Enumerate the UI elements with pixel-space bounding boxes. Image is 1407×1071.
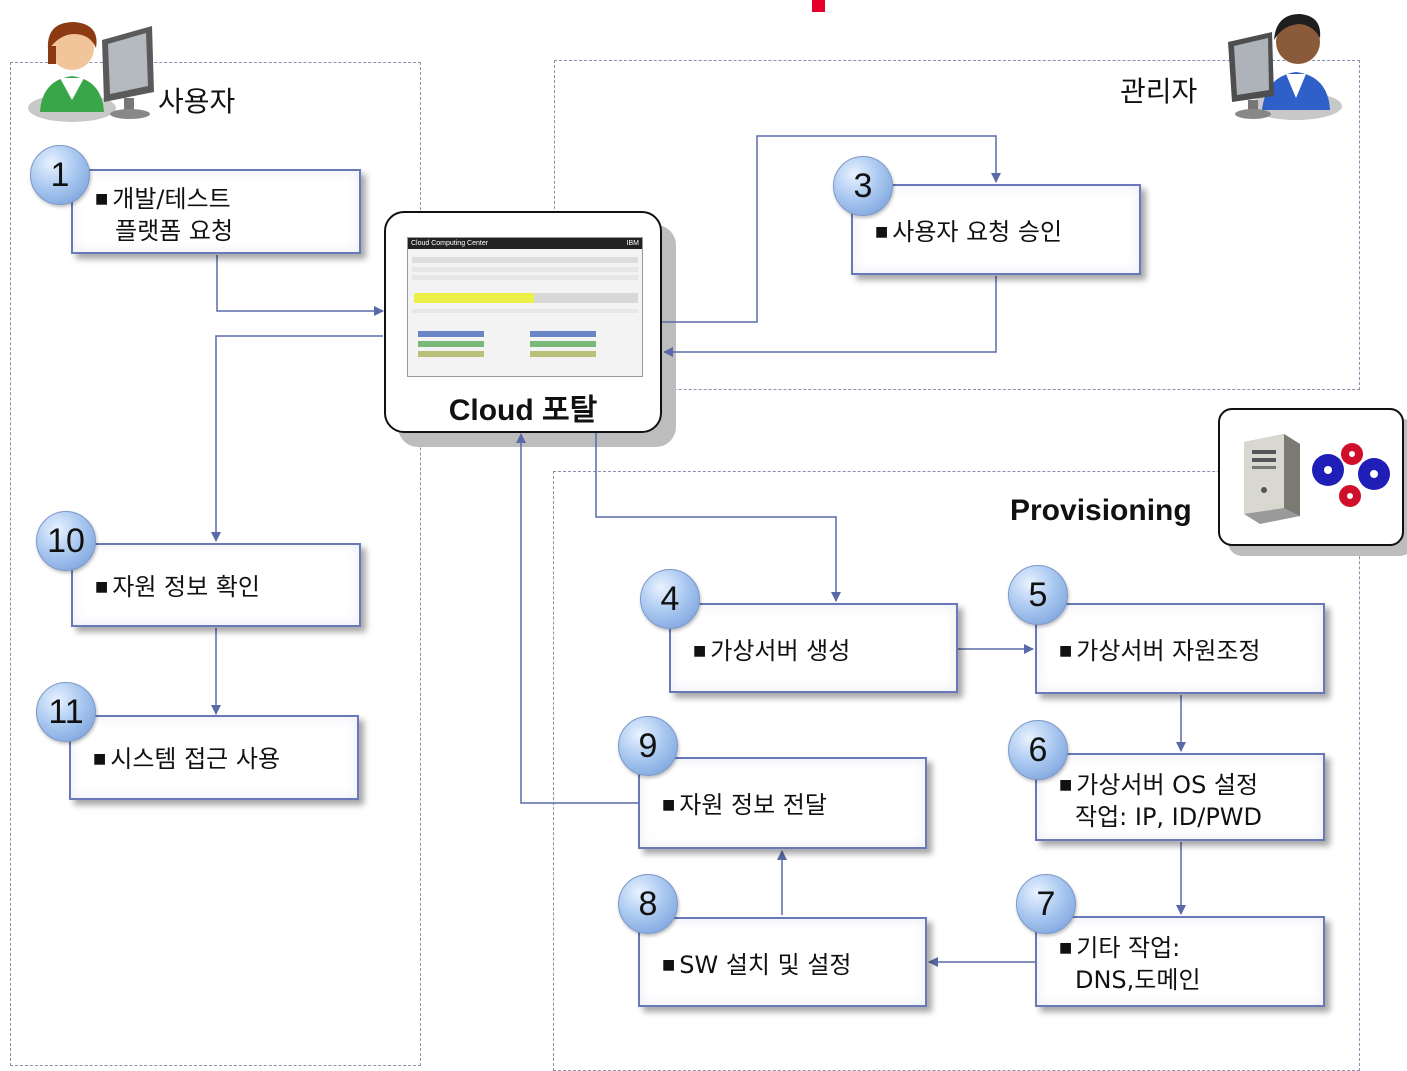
step-11-line-1: 시스템 접근 사용	[110, 745, 281, 773]
portal-screenshot-header: Cloud Computing Center	[411, 240, 489, 247]
step-5-line-1: 가상서버 자원조정	[1076, 637, 1261, 665]
server-tower-icon	[1244, 434, 1300, 524]
bullet-icon: ■	[95, 191, 109, 207]
user-zone-label: 사용자	[158, 85, 236, 118]
arrow-portal-to-4	[595, 433, 841, 602]
top-accent-mark	[812, 0, 825, 12]
bullet-icon: ■	[95, 579, 109, 595]
step-3-badge: 3	[833, 156, 893, 216]
provisioning-icon-box	[1218, 408, 1404, 546]
portal-screenshot: Cloud Computing Center IBM	[407, 237, 643, 377]
admin-zone-label: 관리자	[1120, 75, 1198, 108]
step-5-badge: 5	[1008, 565, 1068, 625]
bullet-icon: ■	[1059, 777, 1073, 793]
user-at-computer-icon	[20, 8, 160, 130]
step-3-box: ■사용자 요청 승인	[851, 184, 1141, 275]
step-11-box: ■시스템 접근 사용	[69, 715, 359, 800]
step-1-line-1: 개발/테스트	[112, 185, 231, 213]
step-1-box: ■개발/테스트 플랫폼 요청	[71, 169, 361, 254]
step-8-badge: 8	[618, 874, 678, 934]
step-7-line-1: 기타 작업:	[1076, 934, 1181, 962]
portal-screenshot-brand: IBM	[626, 240, 639, 247]
step-7-line-2: DNS,도메인	[1075, 966, 1201, 994]
admin-at-computer-icon	[1226, 2, 1346, 128]
step-8-line-1: SW 설치 및 설정	[679, 951, 852, 979]
step-6-line-1: 가상서버 OS 설정	[1076, 771, 1259, 799]
step-6-line-2: 작업: IP, ID/PWD	[1075, 803, 1263, 831]
provisioning-zone-label: Provisioning	[1010, 494, 1192, 527]
step-4-badge: 4	[640, 569, 700, 629]
bullet-icon: ■	[875, 224, 889, 240]
step-6-badge: 6	[1008, 720, 1068, 780]
step-4-box: ■가상서버 생성	[669, 603, 958, 693]
step-1-badge: 1	[30, 145, 90, 205]
step-9-line-1: 자원 정보 전달	[679, 791, 827, 819]
step-11-badge: 11	[36, 682, 96, 742]
arrow-1-to-portal	[216, 255, 384, 316]
step-7-box: ■기타 작업: DNS,도메인	[1035, 916, 1325, 1007]
gears-icon	[1312, 443, 1390, 507]
arrow-portal-to-3	[662, 135, 1001, 323]
bullet-icon: ■	[93, 751, 107, 767]
arrow-3-to-portal	[663, 276, 997, 357]
step-10-box: ■자원 정보 확인	[71, 543, 361, 627]
step-10-line-1: 자원 정보 확인	[112, 573, 260, 601]
bullet-icon: ■	[662, 797, 676, 813]
bullet-icon: ■	[1059, 643, 1073, 659]
portal-title: Cloud 포탈	[448, 394, 598, 427]
bullet-icon: ■	[662, 957, 676, 973]
step-3-line-1: 사용자 요청 승인	[892, 218, 1063, 246]
arrow-9-to-portal	[516, 433, 638, 804]
step-1-line-2: 플랫폼 요청	[115, 217, 234, 245]
step-9-box: ■자원 정보 전달	[638, 757, 927, 849]
bullet-icon: ■	[693, 643, 707, 659]
step-7-badge: 7	[1016, 874, 1076, 934]
step-5-box: ■가상서버 자원조정	[1035, 603, 1325, 694]
cloud-portal[interactable]: Cloud Computing Center IBM Cloud 포탈	[384, 211, 662, 433]
step-10-badge: 10	[36, 511, 96, 571]
bullet-icon: ■	[1059, 940, 1073, 956]
step-4-line-1: 가상서버 생성	[710, 637, 851, 665]
arrow-portal-to-10	[211, 335, 383, 542]
step-8-box: ■SW 설치 및 설정	[638, 917, 927, 1007]
step-9-badge: 9	[618, 716, 678, 776]
step-6-box: ■가상서버 OS 설정 작업: IP, ID/PWD	[1035, 753, 1325, 841]
